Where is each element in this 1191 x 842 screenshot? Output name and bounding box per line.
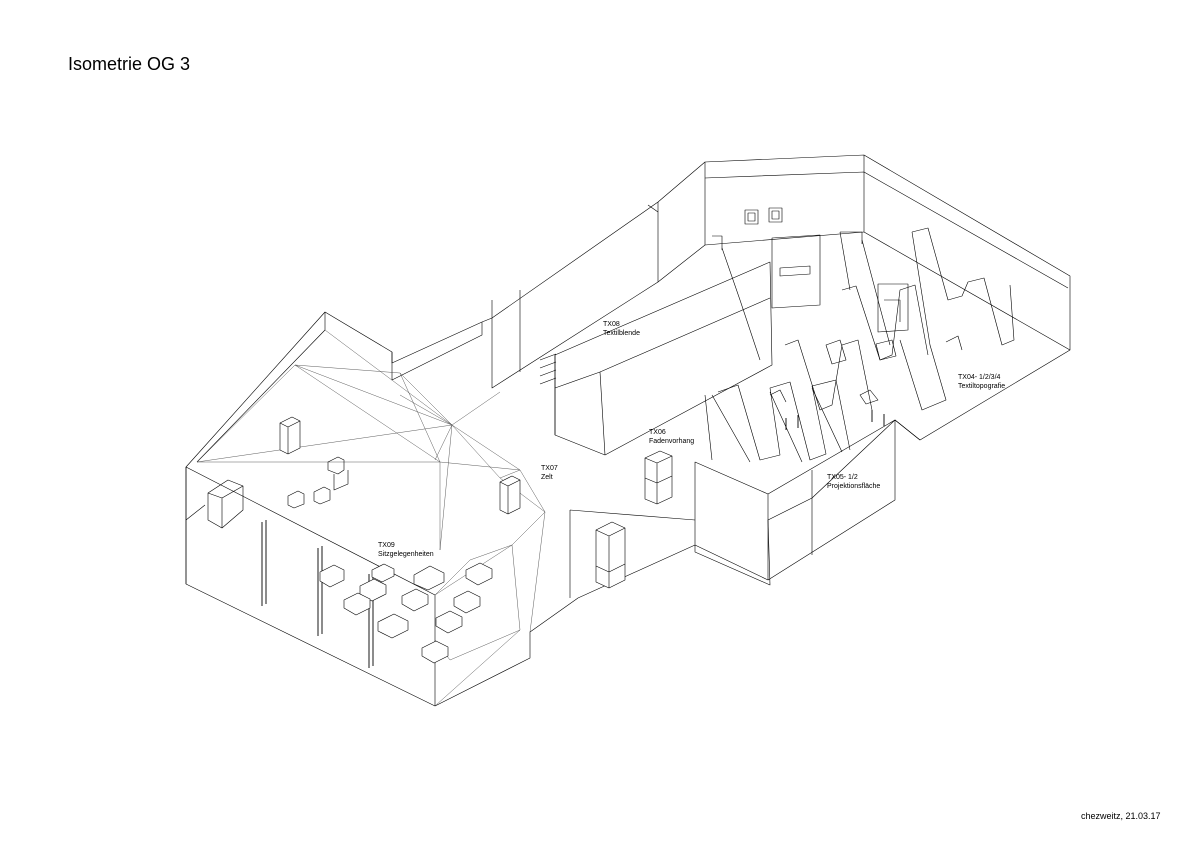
tx05-projektionsflaeche xyxy=(569,394,921,598)
label-tx05-code: TX05- 1/2 xyxy=(827,474,858,481)
label-tx09: TX09 Sitzgelegenheiten xyxy=(378,541,434,559)
tx08-textilblende xyxy=(539,261,773,456)
label-tx04-code: TX04- 1/2/3/4 xyxy=(958,374,1001,381)
left-wall-doors xyxy=(185,479,374,668)
label-tx06: TX06 Fadenvorhang xyxy=(649,428,694,446)
label-tx05-name: Projektionsfläche xyxy=(827,483,881,490)
tx07-tent xyxy=(196,329,546,707)
label-tx06-code: TX06 xyxy=(649,429,666,436)
label-tx07-name: Zelt xyxy=(541,474,553,481)
label-tx09-name: Sitzgelegenheiten xyxy=(378,551,434,558)
label-tx07: TX07 Zelt xyxy=(541,464,558,482)
drawing-title: Isometrie OG 3 xyxy=(68,54,191,74)
label-tx08-code: TX08 xyxy=(603,321,620,328)
label-tx05: TX05- 1/2 Projektionsfläche xyxy=(827,473,880,491)
label-tx08: TX08 Textilblende xyxy=(603,320,640,338)
author-date-footer: chezweitz, 21.03.17 xyxy=(1081,811,1161,821)
label-tx09-code: TX09 xyxy=(378,542,395,549)
label-tx06-name: Fadenvorhang xyxy=(649,438,695,445)
label-tx08-name: Textilblende xyxy=(603,330,640,337)
label-tx07-code: TX07 xyxy=(541,465,558,472)
tx04-textiltopografie xyxy=(711,227,1015,463)
label-tx04-name: Textiltopografie xyxy=(958,383,1006,390)
tx09-seating xyxy=(279,416,521,664)
label-tx04: TX04- 1/2/3/4 Textiltopografie xyxy=(958,373,1005,391)
tx06-fadenvorhang xyxy=(595,450,673,589)
